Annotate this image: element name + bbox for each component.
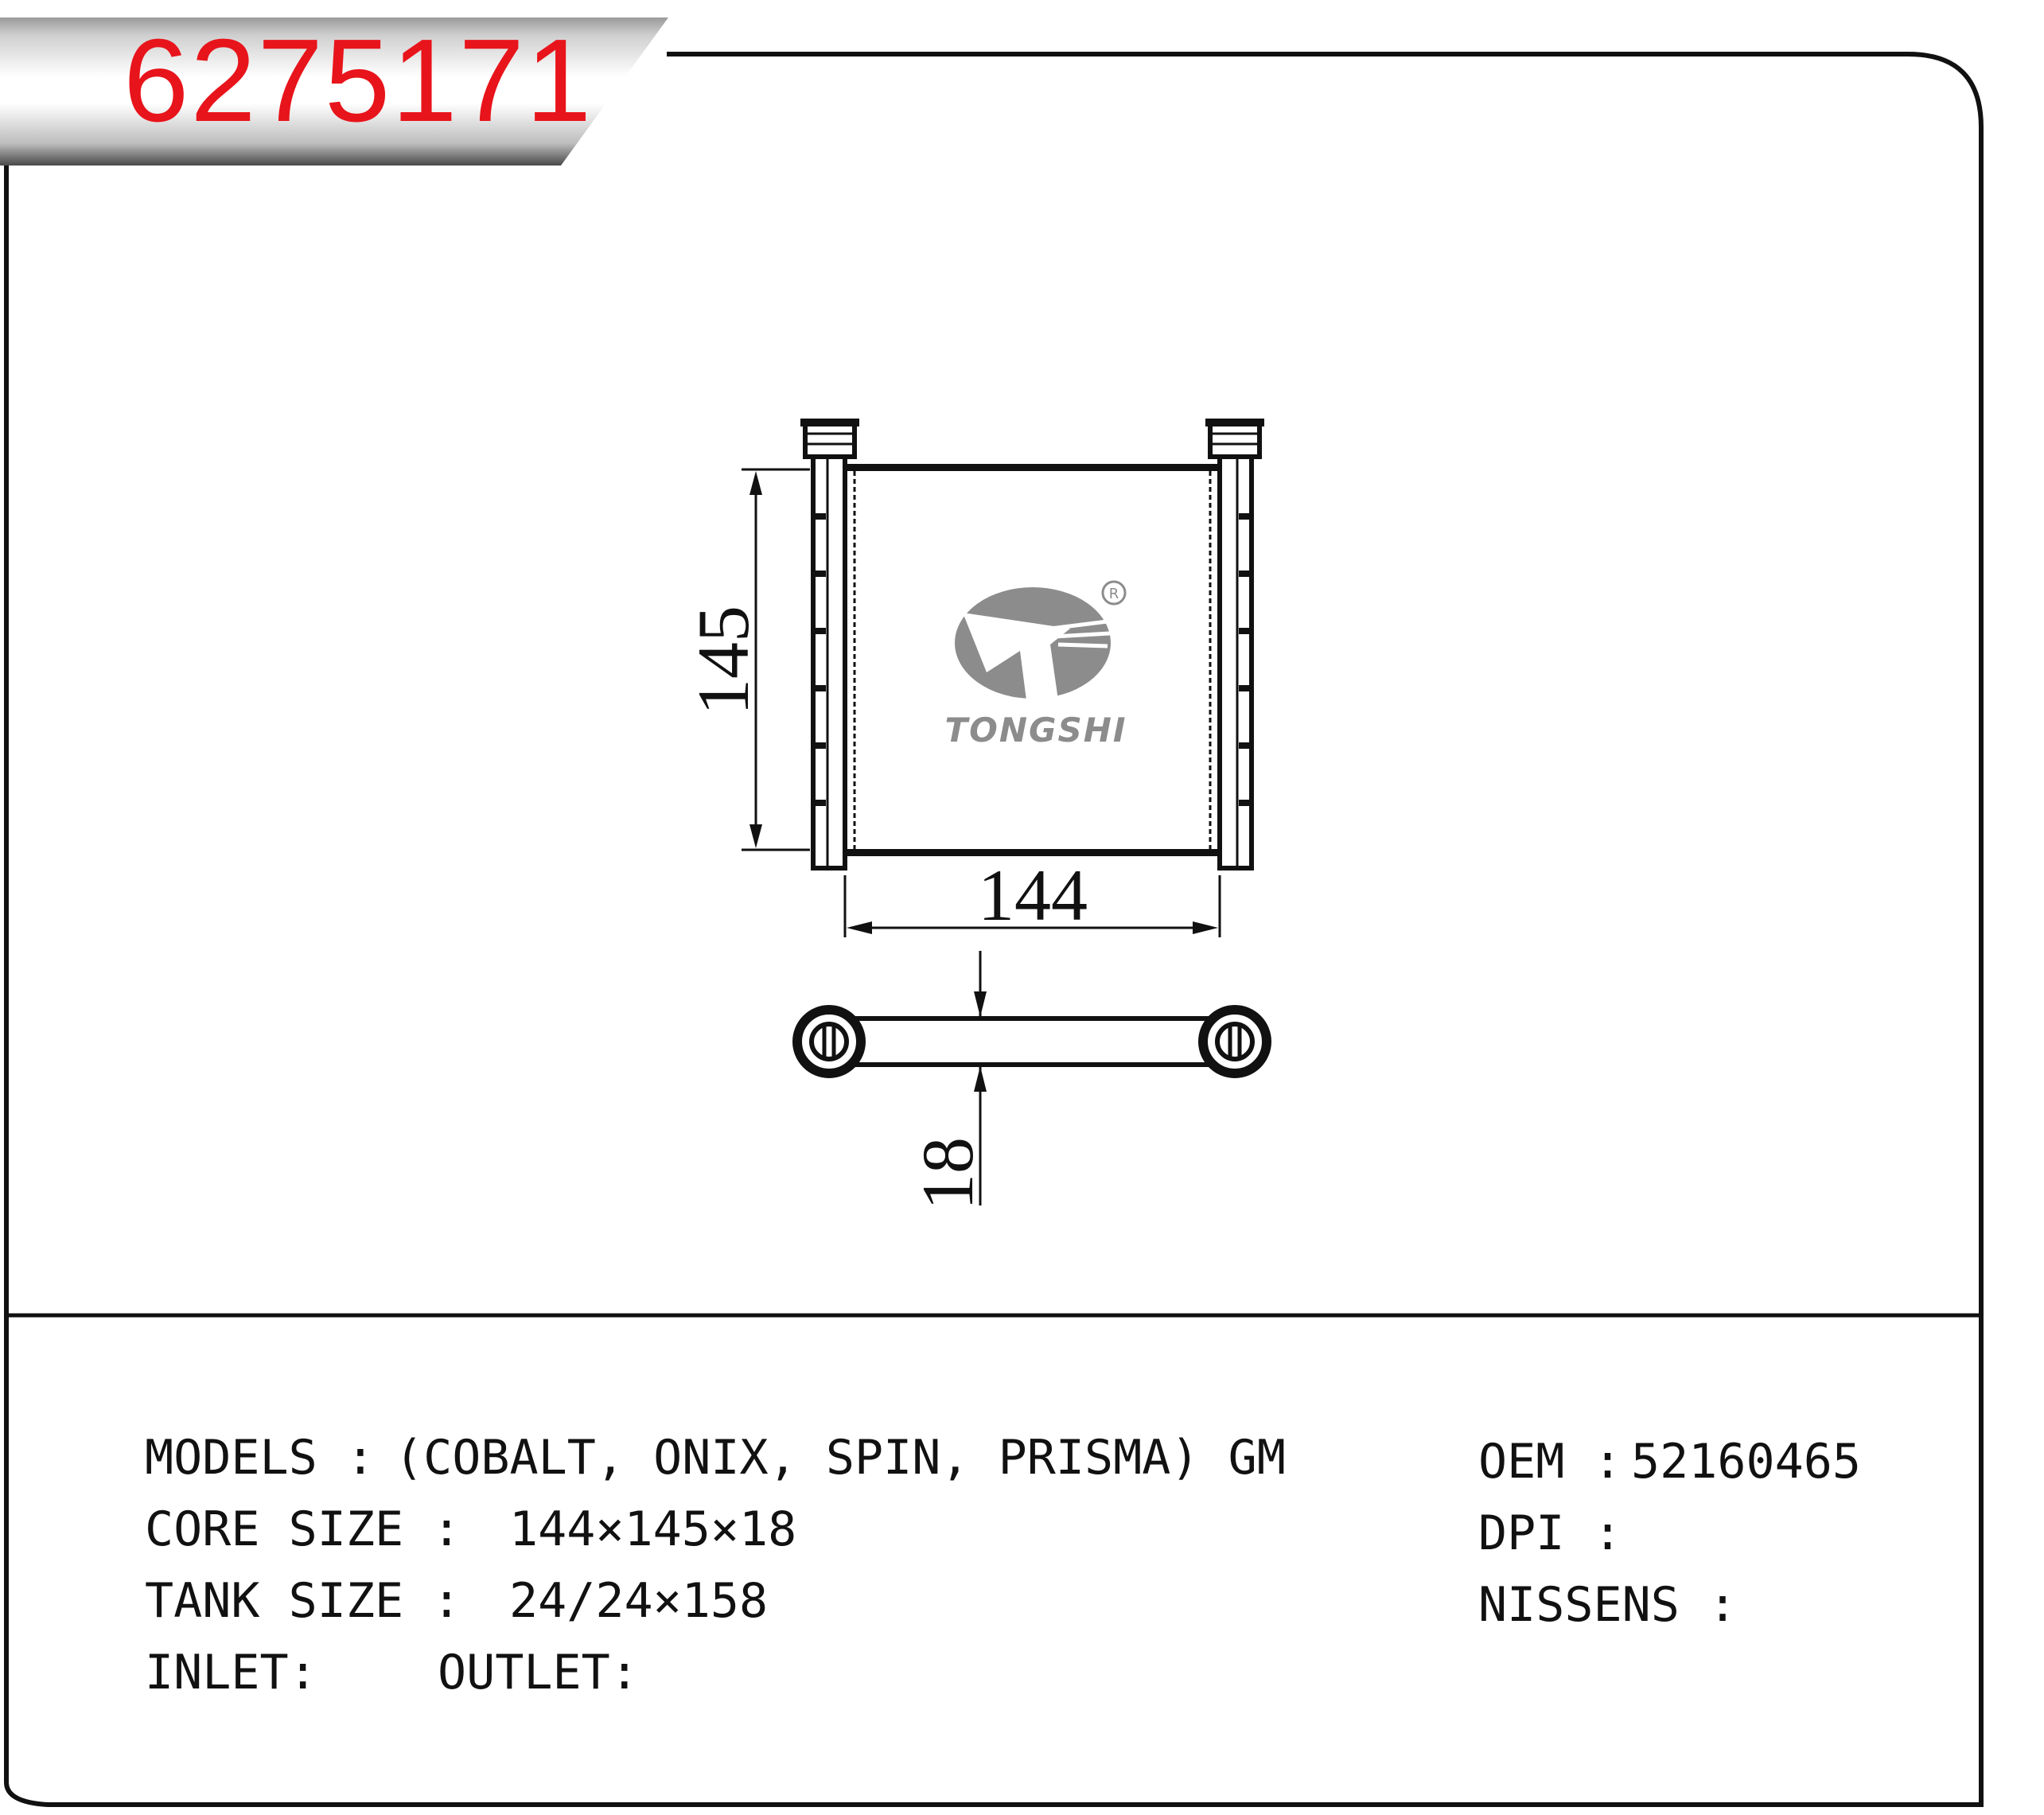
bottom-side-plate bbox=[845, 849, 1220, 856]
core-height-label: 145 bbox=[683, 606, 764, 715]
left-pipe bbox=[800, 419, 859, 459]
height-dimension bbox=[742, 468, 810, 851]
heater-core-front-view bbox=[800, 419, 1264, 870]
inlet-label: INLET: bbox=[145, 1645, 317, 1700]
left-tank bbox=[811, 454, 847, 870]
models-value: (COBALT, ONIX, SPIN, PRISMA) GM bbox=[395, 1430, 1286, 1486]
width-dimension bbox=[843, 875, 1221, 937]
outlet-label: OUTLET: bbox=[438, 1645, 639, 1700]
brand-name: TONGSHI bbox=[944, 711, 1127, 750]
top-side-plate bbox=[845, 464, 1220, 471]
tank-size-value: 24/24×158 bbox=[509, 1573, 769, 1629]
right-pipe bbox=[1205, 419, 1264, 459]
frame-border bbox=[4, 52, 1984, 1807]
part-number: 6275171 bbox=[123, 15, 594, 146]
models-label: MODELS : bbox=[145, 1430, 375, 1486]
core-size-label: CORE SIZE : bbox=[145, 1501, 461, 1557]
tongshi-logo-icon: R bbox=[955, 580, 1127, 700]
oem-label: OEM : bbox=[1478, 1434, 1622, 1490]
core-size-value: 144×145×18 bbox=[509, 1501, 797, 1557]
dpi-label: DPI : bbox=[1478, 1505, 1622, 1561]
thickness-dimension bbox=[974, 951, 987, 1205]
part-number-banner bbox=[0, 18, 668, 166]
registered-mark: R bbox=[1109, 586, 1119, 602]
oem-value: 52160465 bbox=[1631, 1434, 1861, 1490]
core-width-label: 144 bbox=[978, 855, 1088, 936]
tank-size-label: TANK SIZE : bbox=[145, 1573, 461, 1629]
nissens-label: NISSENS : bbox=[1478, 1577, 1738, 1633]
core-thickness-label: 18 bbox=[907, 1137, 988, 1210]
tank-dimples bbox=[813, 513, 1252, 806]
heater-core-top-view bbox=[792, 1005, 1271, 1078]
